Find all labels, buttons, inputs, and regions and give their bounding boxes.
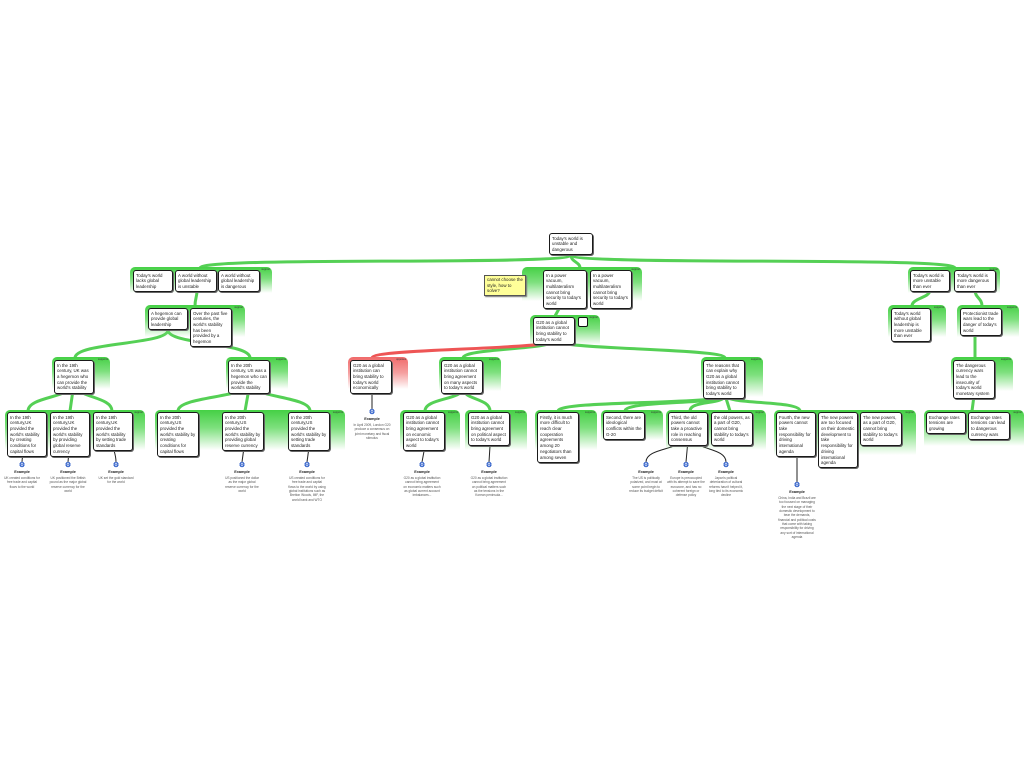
claim-box[interactable]: the old powers, as a part of G20, cannot… bbox=[711, 412, 753, 446]
relation-label: support bbox=[134, 411, 143, 414]
example-icon: ⚙ bbox=[238, 462, 246, 469]
claim-box[interactable]: The dangerous currency wars lead to the … bbox=[953, 360, 995, 400]
claim-box[interactable]: G20 as a global institution cannot bring… bbox=[468, 412, 510, 446]
relation-label: support bbox=[989, 268, 998, 271]
relation-label: supports bbox=[934, 306, 944, 309]
claim-box[interactable]: Exchange rates tensions can lead to dang… bbox=[968, 412, 1010, 440]
example-icon: ⚙ bbox=[368, 409, 376, 416]
relation-label: support bbox=[631, 268, 640, 271]
example-icon: ⚙ bbox=[418, 462, 426, 469]
relation-label: supports bbox=[489, 358, 499, 361]
claim-box[interactable]: Today's world is more unstable than ever bbox=[910, 270, 950, 293]
claim-box[interactable]: A world without global leadership is dan… bbox=[218, 270, 260, 293]
claim-box[interactable]: In the 19th century, UK was a hegemon wh… bbox=[54, 360, 94, 394]
example-icon: ⚙ bbox=[18, 462, 26, 469]
relation-label: supports bbox=[98, 358, 108, 361]
claim-box[interactable]: In a power vacuum, multilateralism canno… bbox=[543, 270, 587, 310]
claim-box[interactable]: Today's world lacks global leadership bbox=[133, 270, 173, 293]
relation-label: support bbox=[589, 316, 598, 319]
example-icon: ⚙ bbox=[722, 462, 730, 469]
relation-label: supports bbox=[515, 411, 525, 414]
claim-box[interactable]: In a power vacuum, multilateralism canno… bbox=[590, 270, 632, 310]
relation-label: supports bbox=[276, 358, 286, 361]
comment-note[interactable]: cannot choose the style, how to solve? bbox=[484, 275, 526, 297]
example-icon: ⚙ bbox=[64, 462, 72, 469]
relation-label: support bbox=[905, 411, 914, 414]
claim-box[interactable]: In the 20th century,US provided the worl… bbox=[222, 412, 264, 452]
claim-box[interactable]: The new powers are too focused on their … bbox=[818, 412, 858, 469]
relation-label: support bbox=[1013, 411, 1022, 414]
claim-box[interactable]: G20 as a global institution cannot bring… bbox=[441, 360, 483, 394]
claim-box[interactable]: In the 19th century,UK provided the worl… bbox=[93, 412, 133, 452]
empty-claim-box[interactable] bbox=[578, 317, 588, 327]
example-icon: ⚙ bbox=[793, 482, 801, 489]
relation-label: supports bbox=[1007, 306, 1017, 309]
claim-box[interactable]: In the 20th century,US provided the worl… bbox=[288, 412, 330, 452]
example-icon: ⚙ bbox=[485, 462, 493, 469]
relation-label: supports bbox=[585, 411, 595, 414]
claim-box[interactable]: A hegemon can provide global leadership bbox=[148, 308, 188, 331]
claim-box[interactable]: Third, the old powers cannot take a proa… bbox=[668, 412, 708, 446]
relation-label: supports bbox=[448, 411, 458, 414]
claim-box[interactable]: Over the past five centuries, the world'… bbox=[190, 308, 232, 348]
relation-label: supports bbox=[333, 411, 343, 414]
claim-box[interactable]: The new powers, as a part of G20, cannot… bbox=[860, 412, 902, 446]
claim-box[interactable]: Firstly, it is much more difficult to re… bbox=[537, 412, 579, 463]
claim-box[interactable]: Fourth, the new powers cannot take respo… bbox=[776, 412, 816, 458]
example-icon: ⚙ bbox=[682, 462, 690, 469]
example-icon: ⚙ bbox=[303, 462, 311, 469]
claim-box[interactable]: Exchange rates tensions are growing bbox=[926, 412, 966, 435]
relation-label: support bbox=[234, 306, 243, 309]
claim-box[interactable]: Protectionist trade wars lead to the dan… bbox=[960, 308, 1002, 336]
relation-label: opposes bbox=[396, 358, 406, 361]
claim-box[interactable]: Today's world is more dangerous than eve… bbox=[954, 270, 996, 293]
claim-box[interactable]: G20 as a global institution cannot bring… bbox=[403, 412, 445, 452]
claim-box[interactable]: Today's world without global leadership … bbox=[891, 308, 931, 342]
claim-box[interactable]: In the 19th century,UK provided the worl… bbox=[7, 412, 47, 458]
objection-box[interactable]: G20 as a global institution can bring st… bbox=[350, 360, 392, 394]
claim-box[interactable]: G20 as a global institution cannot bring… bbox=[533, 317, 575, 345]
claim-box[interactable]: In the 20th century, US was a hegemon wh… bbox=[228, 360, 270, 394]
relation-label: supports bbox=[1001, 358, 1011, 361]
claim-box[interactable]: Second, there are ideological conflicts … bbox=[603, 412, 645, 440]
example-icon: ⚙ bbox=[642, 462, 650, 469]
claim-box[interactable]: In the 20th century,US provided the worl… bbox=[157, 412, 199, 458]
relation-label: supports bbox=[651, 411, 661, 414]
relation-label: support bbox=[755, 411, 764, 414]
claim-box[interactable]: In the 19th century,UK provided the worl… bbox=[50, 412, 90, 458]
relation-label: supports bbox=[751, 358, 761, 361]
relation-label: support bbox=[261, 268, 270, 271]
claim-box[interactable]: A world without global leadership is uns… bbox=[175, 270, 217, 293]
claim-box[interactable]: The reasons that can explain why G20 as … bbox=[703, 360, 745, 400]
example-icon: ⚙ bbox=[112, 462, 120, 469]
main-claim[interactable]: Today's world is unstable and dangerous bbox=[549, 233, 593, 256]
